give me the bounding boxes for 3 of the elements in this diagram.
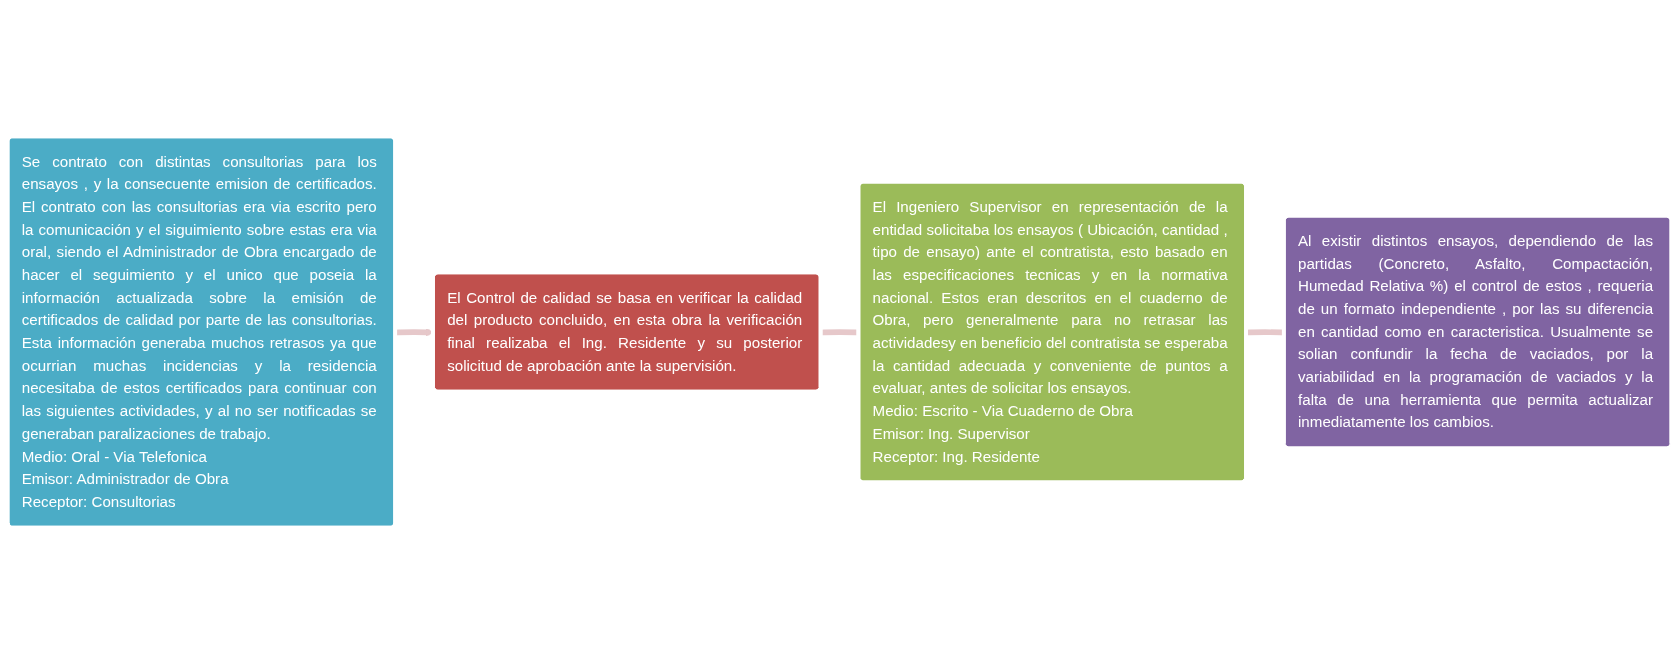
connector bbox=[821, 329, 859, 336]
connector bbox=[1246, 329, 1285, 336]
arrow bbox=[395, 328, 434, 337]
